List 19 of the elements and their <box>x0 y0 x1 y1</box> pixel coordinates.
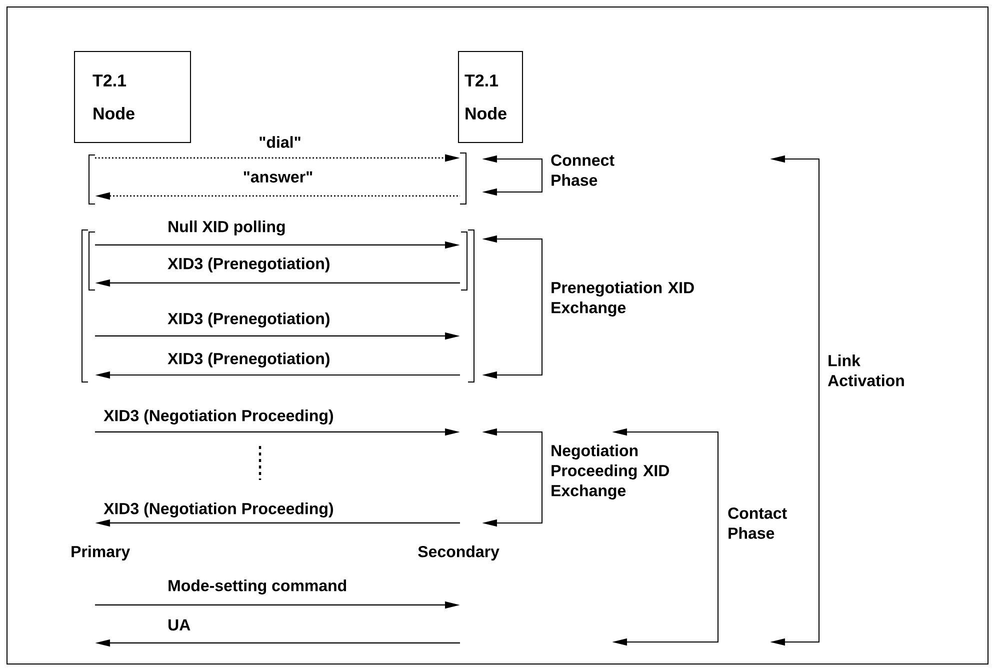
message-label: XID3 (Prenegotiation) <box>168 312 330 328</box>
message-label: XID3 (Prenegotiation) <box>168 352 330 368</box>
message-label: XID3 (Negotiation Proceeding) <box>104 410 333 424</box>
message-label: XID3 (Negotiation Proceeding) <box>104 502 333 518</box>
message-label: "dial" <box>260 136 300 148</box>
message-label: UA <box>168 619 190 631</box>
phase-label: Link Activation <box>828 354 904 386</box>
node-box: T2.1 Node <box>74 51 191 143</box>
role-label: Secondary <box>418 546 500 560</box>
message-label: Null XID polling <box>168 220 285 236</box>
phase-label: Connect Phase <box>551 154 614 186</box>
node-box: T2.1 Node <box>458 51 523 143</box>
phase-label: Negotiation Proceeding XID Exchange <box>552 444 670 500</box>
message-label: "answer" <box>244 171 312 183</box>
message-label: XID3 (Prenegotiation) <box>168 258 330 272</box>
phase-label: Prenegotiation XID Exchange <box>552 282 694 317</box>
role-label: Primary <box>72 546 130 560</box>
message-label: Mode-setting command <box>168 580 346 594</box>
phase-label: Contact Phase <box>728 508 787 539</box>
